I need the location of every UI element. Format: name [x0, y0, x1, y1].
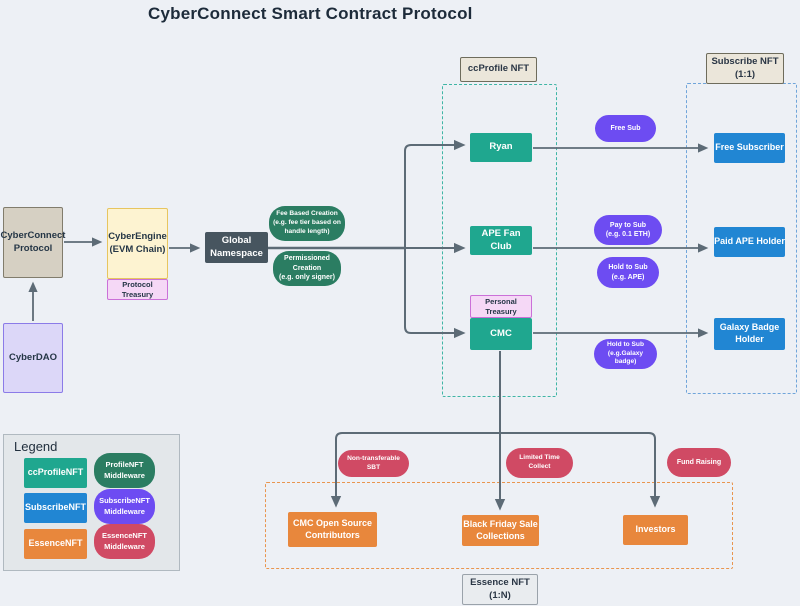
- node-personal-treasury: Personal Treasury: [470, 295, 532, 318]
- node-profile-ryan: Ryan: [470, 133, 532, 162]
- node-cyberengine: CyberEngine (EVM Chain): [107, 208, 168, 279]
- node-paid-ape-holder: Paid APE Holder: [714, 227, 785, 257]
- node-cyberconnect-protocol: CyberConnect Protocol: [1, 207, 65, 278]
- pill-hold-to-sub-ape: Hold to Sub (e.g. APE): [597, 257, 659, 288]
- section-label-subscribe-nft: Subscribe NFT (1:1): [706, 53, 784, 84]
- diagram-title: CyberConnect Smart Contract Protocol: [148, 4, 473, 23]
- node-cmc-open-source-contributors: CMC Open Source Contributors: [288, 512, 377, 547]
- section-label-essence-nft: Essence NFT (1:N): [462, 574, 538, 605]
- pill-free-sub: Free Sub: [595, 115, 656, 142]
- pill-permissioned-creation: Permissioned Creation (e.g. only signer): [273, 251, 341, 286]
- edge-to-cmc: [404, 247, 466, 339]
- legend-title: Legend: [14, 439, 58, 454]
- node-cyberdao: CyberDAO: [3, 323, 63, 393]
- pill-non-transferable-sbt: Non-transferable SBT: [338, 450, 409, 477]
- node-global-namespace: Global Namespace: [205, 232, 268, 263]
- section-label-ccprofile-nft: ccProfile NFT: [460, 57, 537, 82]
- node-free-subscriber: Free Subscriber: [714, 133, 785, 163]
- pill-fund-raising: Fund Raising: [667, 448, 731, 477]
- legend-ccprofilenft: ccProfileNFT: [24, 458, 87, 488]
- legend-subscribenft: SubscribeNFT: [24, 493, 87, 523]
- pill-limited-time-collect: Limited Time Collect: [506, 448, 573, 478]
- legend-profilenft-middleware: ProfileNFT Middleware: [94, 453, 155, 488]
- node-profile-ape-fan-club: APE Fan Club: [470, 226, 532, 255]
- pill-hold-to-sub-galaxy: Hold to Sub (e.g.Galaxy badge): [594, 339, 657, 369]
- node-investors: Investors: [623, 515, 688, 545]
- edge-to-investors: [500, 432, 661, 508]
- legend-panel: Legend ccProfileNFT ProfileNFT Middlewar…: [3, 434, 180, 571]
- node-black-friday-collections: Black Friday Sale Collections: [462, 515, 539, 546]
- node-protocol-treasury: Protocol Treasury: [107, 279, 168, 300]
- pill-pay-to-sub: Pay to Sub (e.g. 0.1 ETH): [594, 215, 662, 245]
- legend-essencenft-middleware: EssenceNFT Middleware: [94, 524, 155, 559]
- node-galaxy-badge-holder: Galaxy Badge Holder: [714, 318, 785, 350]
- edge-to-ryan: [404, 139, 466, 249]
- edge-to-cmc-open-source: [330, 432, 500, 508]
- legend-subscribenft-middleware: SubscribeNFT Middleware: [94, 489, 155, 524]
- node-profile-cmc: CMC: [470, 318, 532, 350]
- legend-essencenft: EssenceNFT: [24, 529, 87, 559]
- pill-fee-based-creation: Fee Based Creation (e.g. fee tier based …: [269, 206, 345, 241]
